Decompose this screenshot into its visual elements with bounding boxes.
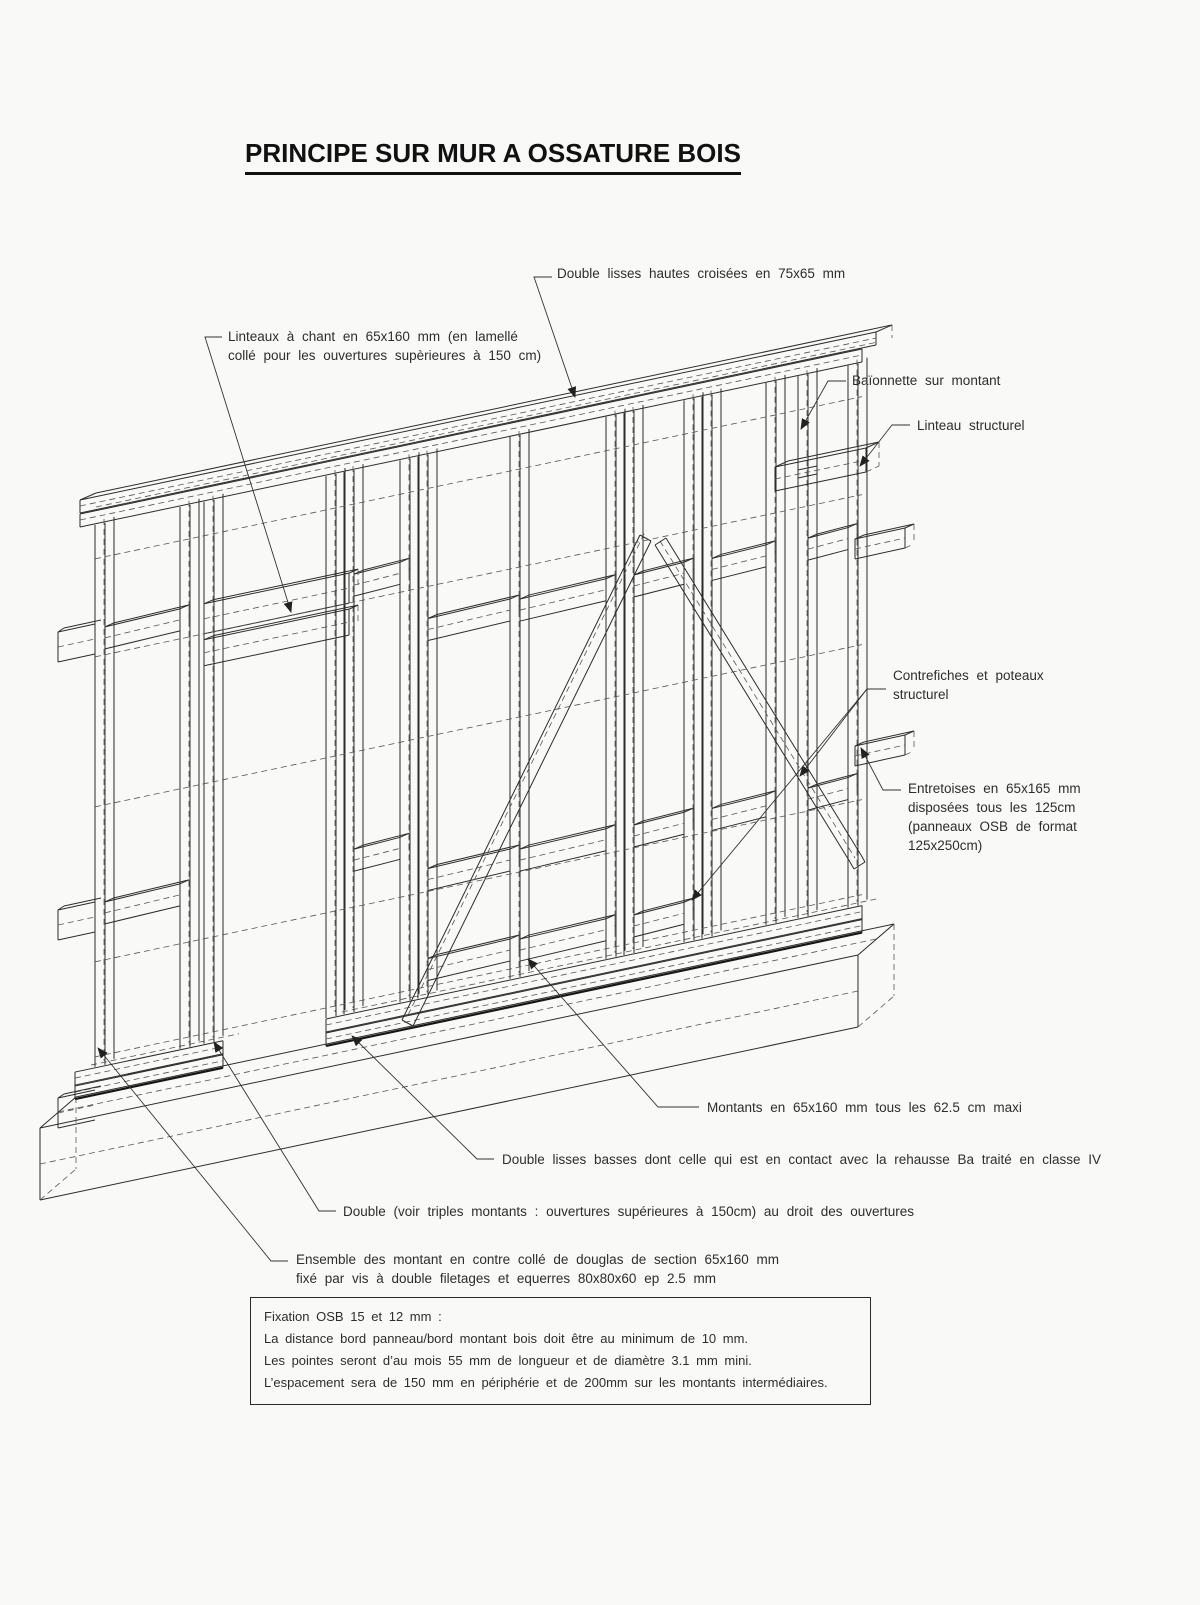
label-ensemble-montants: Ensemble des montant en contre collé de … [296, 1250, 779, 1288]
note-line: L’espacement sera de 150 mm en périphéri… [264, 1375, 828, 1390]
label-double-montants: Double (voir triples montants : ouvertur… [343, 1202, 914, 1221]
leader-line [691, 688, 868, 901]
label-line: Contrefiches et poteaux [893, 668, 1044, 683]
label-baionnette-sur-montant: Baïonnette sur montant [852, 371, 1000, 390]
label-line: Entretoises en 65x165 mm [908, 781, 1081, 796]
leader-line [213, 1041, 336, 1212]
label-line: Double lisses basses dont celle qui est … [502, 1152, 1102, 1167]
label-line: fixé par vis à double filetages et equer… [296, 1271, 716, 1286]
label-linteaux-a-chant: Linteaux à chant en 65x160 mm (en lamell… [228, 327, 541, 365]
label-entretoises: Entretoises en 65x165 mm disposées tous l… [908, 779, 1081, 855]
label-line: Double lisses hautes croisées en 75x65 m… [557, 266, 846, 281]
label-line: Ensemble des montant en contre collé de … [296, 1252, 780, 1267]
label-line: collé pour les ouvertures supèrieures à … [228, 348, 542, 363]
label-line: 125x250cm) [908, 838, 983, 853]
label-line: Montants en 65x160 mm tous les 62.5 cm m… [707, 1100, 1022, 1115]
note-line: Fixation OSB 15 et 12 mm : [264, 1309, 442, 1324]
leader-line [860, 747, 901, 791]
label-montants: Montants en 65x160 mm tous les 62.5 cm m… [707, 1098, 1022, 1117]
label-line: Double (voir triples montants : ouvertur… [343, 1204, 914, 1219]
label-double-lisses-basses: Double lisses basses dont celle qui est … [502, 1150, 1101, 1169]
label-double-lisses-hautes: Double lisses hautes croisées en 75x65 m… [557, 264, 845, 283]
note-box: Fixation OSB 15 et 12 mm : La distance bo… [250, 1297, 871, 1405]
label-line: disposées tous les 125cm [908, 800, 1076, 815]
label-line: (panneaux OSB de format [908, 819, 1077, 834]
note-line: La distance bord panneau/bord montant bo… [264, 1331, 749, 1346]
leader-line [204, 336, 293, 613]
leader-line [97, 1047, 288, 1262]
leader-lines [97, 276, 910, 1262]
label-line: structurel [893, 687, 949, 702]
leader-line [800, 380, 846, 430]
leader-line [351, 1035, 494, 1160]
leader-line [527, 958, 699, 1108]
label-line: Baïonnette sur montant [852, 373, 1001, 388]
leader-line [799, 688, 886, 777]
leader-line [533, 276, 577, 398]
label-contrefiches-poteaux: Contrefiches et poteaux structurel [893, 666, 1044, 704]
leader-line [859, 424, 910, 467]
page-title: PRINCIPE SUR MUR A OSSATURE BOIS [245, 138, 741, 175]
wall-frame-lines [39, 324, 915, 1201]
label-line: Linteaux à chant en 65x160 mm (en lamell… [228, 329, 518, 344]
note-line: Les pointes seront d’au mois 55 mm de lo… [264, 1353, 752, 1368]
label-line: Linteau structurel [917, 418, 1025, 433]
label-linteau-structurel: Linteau structurel [917, 416, 1025, 435]
